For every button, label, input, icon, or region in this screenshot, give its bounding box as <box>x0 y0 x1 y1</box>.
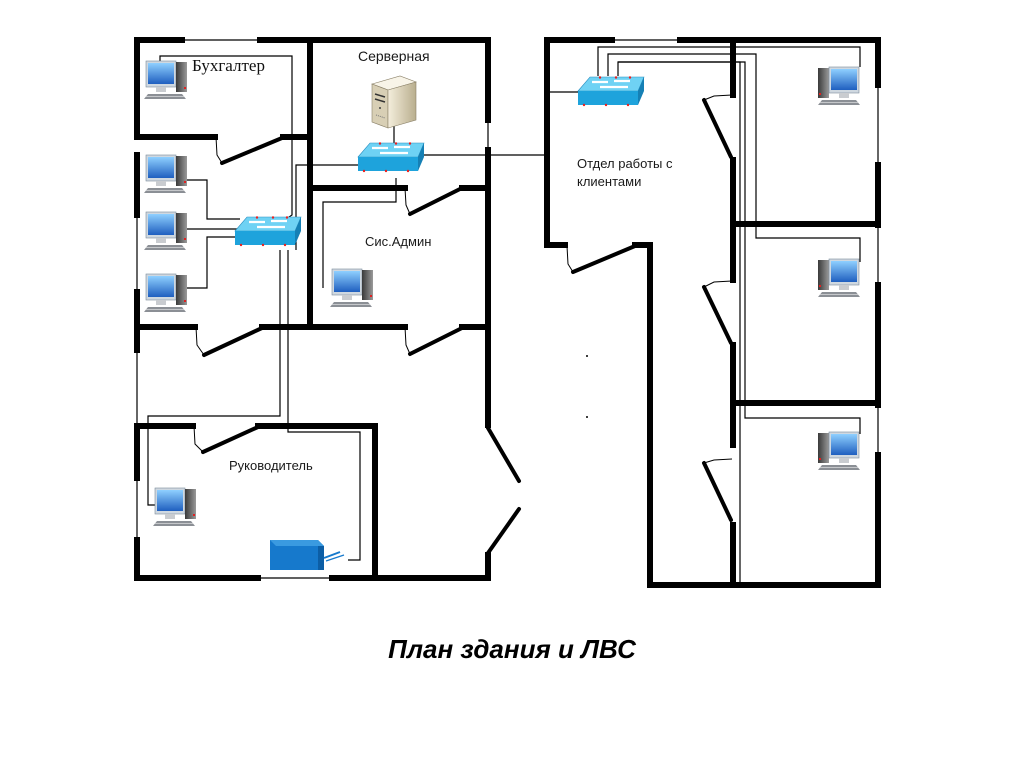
printer-icon[interactable] <box>270 540 345 570</box>
door-swings <box>193 94 733 464</box>
switch-icon-left[interactable] <box>233 215 303 248</box>
room-label-accountant: Бухгалтер <box>192 56 265 75</box>
computer-icon-manager[interactable] <box>152 487 197 527</box>
switch-icon-client-dept[interactable] <box>576 75 646 108</box>
computer-icon-office-3[interactable] <box>143 273 188 313</box>
cables <box>147 46 861 585</box>
dot-mark <box>586 355 588 357</box>
doors[interactable] <box>201 98 733 555</box>
room-label-server: Серверная <box>358 48 430 64</box>
room-label-sysadmin: Сис.Админ <box>365 234 432 249</box>
computer-icon-office-2[interactable] <box>143 211 188 251</box>
switch-icon-server[interactable] <box>356 141 426 174</box>
walls <box>134 37 881 588</box>
computer-icon-client-office-1[interactable] <box>817 66 861 106</box>
dot-mark <box>586 416 588 418</box>
computer-icon-accountant[interactable] <box>143 60 188 100</box>
server-icon[interactable] <box>371 75 417 129</box>
windows <box>136 39 879 579</box>
computer-icon-client-office-3[interactable] <box>817 431 861 471</box>
room-label-client-dept: Отдел работы с клиентами <box>577 156 673 189</box>
room-label-manager: Руководитель <box>229 458 313 473</box>
computer-icon-office-1[interactable] <box>143 154 188 194</box>
computer-icon-sysadmin[interactable] <box>329 268 374 308</box>
diagram-caption: План здания и ЛВС <box>388 634 636 664</box>
computer-icon-client-office-2[interactable] <box>817 258 861 298</box>
